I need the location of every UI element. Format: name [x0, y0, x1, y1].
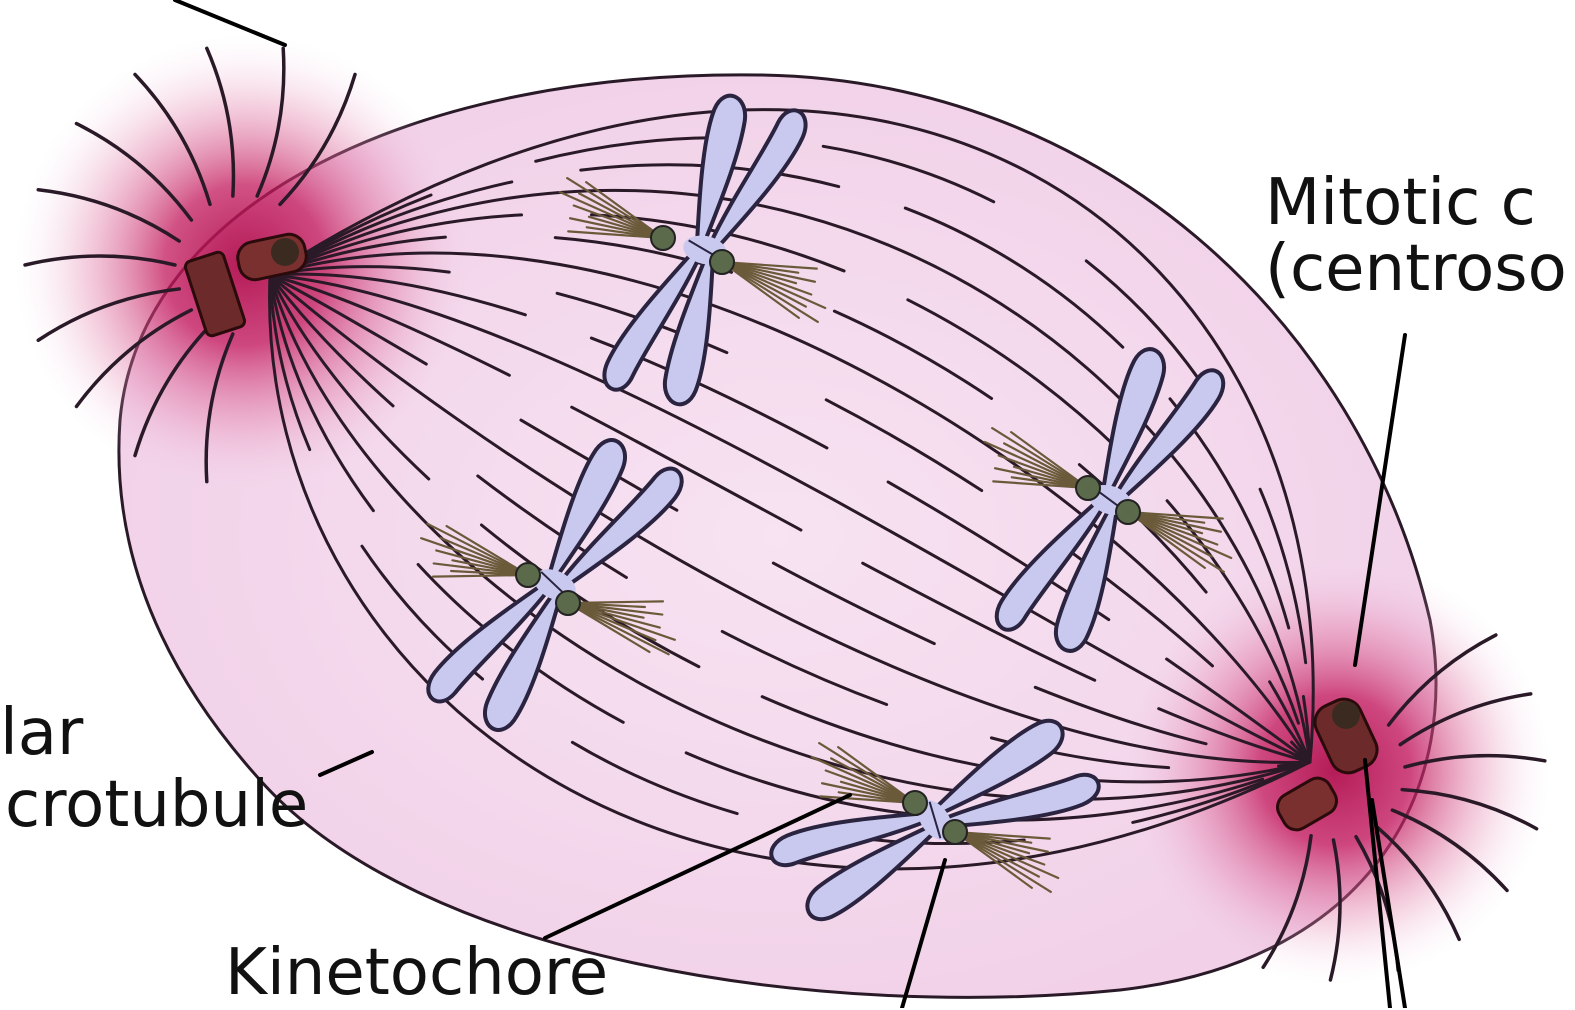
- kinetochore-dot: [556, 591, 580, 615]
- polar-microtubule-label-line1: lar: [0, 700, 83, 766]
- mitotic-center-label-line1: Mitotic c: [1265, 170, 1536, 236]
- kinetochore-dot: [943, 820, 967, 844]
- kinetochore-dot: [1076, 476, 1100, 500]
- polar-microtubule-label-line2: crotubule: [5, 772, 308, 838]
- kinetochore-dot: [710, 250, 734, 274]
- kinetochore-dot: [516, 563, 540, 587]
- right-aster-glow: [1120, 555, 1550, 985]
- mitotic-center-label-line2: (centroso: [1265, 236, 1567, 302]
- kinetochore-dot: [903, 791, 927, 815]
- kinetochore-dot: [1116, 500, 1140, 524]
- kinetochore-dot: [651, 226, 675, 250]
- kinetochore-label: Kinetochore: [225, 940, 608, 1006]
